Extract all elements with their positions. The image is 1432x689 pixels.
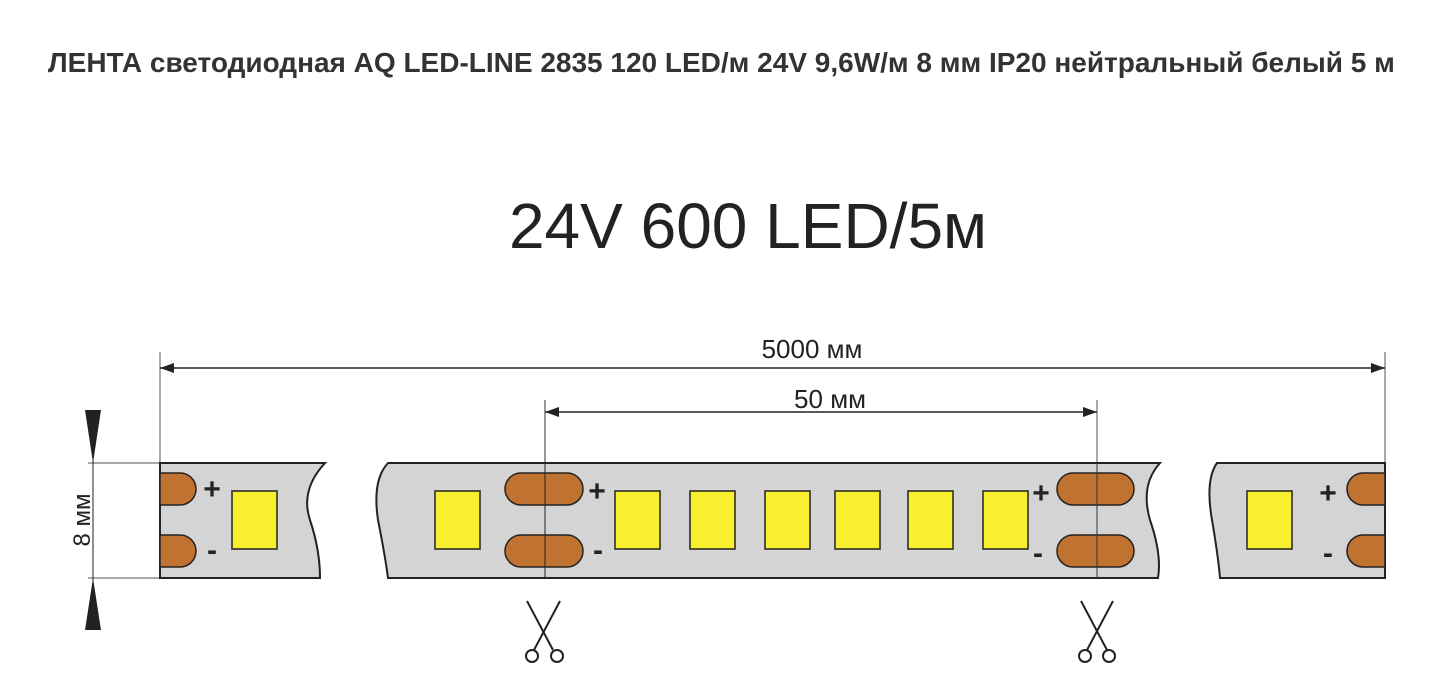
minus-sign: - [593,534,603,567]
minus-sign: - [1323,537,1333,570]
cut-interval-dimension: 50 мм [544,384,1098,578]
led-chip [434,490,481,550]
solder-pad [504,534,584,568]
plus-sign: + [203,473,221,506]
solder-pad [159,534,197,568]
strip-segment-middle [375,462,1163,579]
solder-pad [159,472,197,506]
diagram-heading: 24V 600 LED/5м [509,190,987,262]
led-chip [907,490,954,550]
polarity-signs: + - + - + - + - [203,473,1337,570]
plus-sign: + [1319,477,1337,510]
plus-sign: + [588,475,606,508]
led-chip [1246,490,1293,550]
strip-segment-right [1208,462,1386,579]
led-chip [231,490,278,550]
solder-pad [504,472,584,506]
led-chip [614,490,661,550]
width-dimension: 8 мм [69,410,160,630]
solder-pad [1056,534,1135,568]
width-label: 8 мм [69,493,96,546]
led-chip [689,490,736,550]
solder-pad [1056,472,1135,506]
scissors-icon [525,600,564,663]
led-chip [982,490,1029,550]
minus-sign: - [1033,537,1043,570]
strip-segment-left [159,462,328,579]
solder-pad [1346,472,1386,506]
scissors-icon [1078,600,1116,663]
cut-interval-label: 50 мм [794,384,866,414]
total-length-label: 5000 мм [762,334,863,364]
minus-sign: - [207,534,217,567]
led-chip [764,490,811,550]
solder-pad [1346,534,1386,568]
plus-sign: + [1032,477,1050,510]
led-chip [834,490,881,550]
product-title: ЛЕНТА светодиодная AQ LED-LINE 2835 120 … [48,47,1395,78]
